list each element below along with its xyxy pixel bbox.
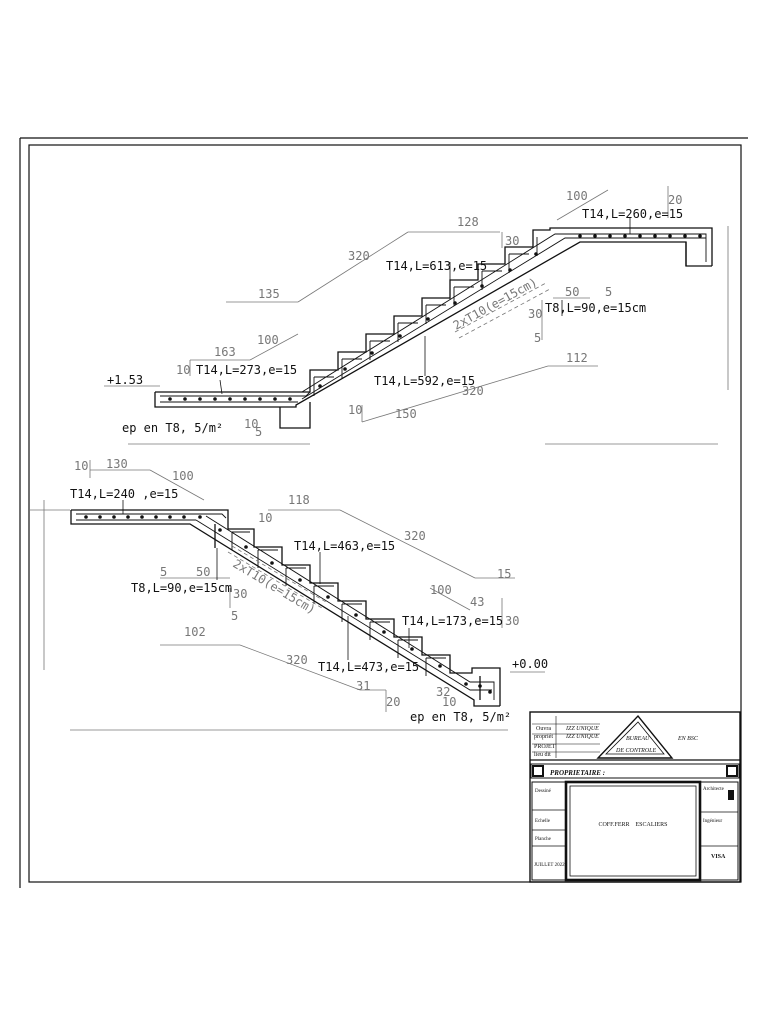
lower-dim-320a: 320	[404, 529, 426, 543]
lower-dim-31: 31	[356, 679, 370, 693]
lower-dim-102: 102	[184, 625, 206, 639]
lower-dim-32: 32	[436, 685, 450, 699]
tb-date-label: JUILLET 2022	[534, 863, 565, 868]
tb-planche-label: Planche	[535, 837, 552, 842]
lower-dim-10c: 10	[442, 695, 456, 709]
upper-dim-10a: 10	[176, 363, 190, 377]
lower-dim-320b: 320	[286, 653, 308, 667]
tb-ingenieur-label: Ingénieur	[703, 819, 722, 824]
tb-ouvrage-value: IZZ UNIQUE	[565, 726, 599, 732]
tb-echelle-label: Echelle	[535, 819, 551, 824]
tb-projet-label: PROJET	[534, 744, 556, 750]
lower-dim-20: 20	[386, 695, 400, 709]
upper-bar-t14-273: T14,L=273,e=15	[196, 363, 297, 377]
upper-bar-2xt10: 2xT10(e=15cm)	[451, 275, 540, 333]
tb-proprio-label: propriét	[534, 734, 553, 740]
lower-distribution-note: ep en T8, 5/m²	[410, 710, 511, 724]
upper-dim-100b: 100	[257, 333, 279, 347]
upper-dim-5a: 5	[605, 285, 612, 299]
lower-dim-10a: 10	[74, 459, 88, 473]
tb-proprio-value: IZZ UNIQUE	[565, 734, 599, 740]
upper-dim-320b: 320	[462, 384, 484, 398]
upper-dim-10b: 10	[348, 403, 362, 417]
lower-dim-5a: 5	[160, 565, 167, 579]
lower-dim-5b: 5	[231, 609, 238, 623]
lower-bar-t14-173: T14,L=173,e=15	[402, 614, 503, 628]
lower-dim-100b: 100	[430, 583, 452, 597]
upper-dim-30a: 30	[505, 234, 519, 248]
lower-bar-t14-240: T14,L=240 ,e=15	[70, 487, 178, 501]
lower-stair-concrete-top	[71, 509, 501, 706]
lower-stair-concrete-soffit	[70, 510, 500, 707]
tb-dessine-label: Dessiné	[535, 789, 552, 794]
upper-dim-50: 50	[565, 285, 579, 299]
tb-architecte-label: Architecte	[703, 787, 725, 792]
lower-dim-30a: 30	[233, 587, 247, 601]
upper-bar-t14-260: T14,L=260,e=15	[582, 207, 683, 221]
upper-dim-112: 112	[566, 351, 588, 365]
company-logo-triangle	[596, 714, 674, 759]
upper-dim-5b: 5	[534, 331, 541, 345]
tb-lieu-label: lieu dit	[534, 752, 551, 758]
sheet-frame	[19, 137, 748, 888]
tb-company-line2: DE CONTROLE	[615, 748, 657, 754]
lower-bar-t14-473: T14,L=473,e=15	[318, 660, 419, 674]
tb-drawing-title: COFF.FERR ESCALIERS	[598, 822, 667, 828]
title-block	[529, 711, 741, 883]
lower-bar-t8-90: T8,L=90,e=15cm	[131, 581, 232, 595]
upper-dim-100a: 100	[566, 189, 588, 203]
lower-dim-10b: 10	[258, 511, 272, 525]
tb-ouvrage-label: Ouvra	[536, 726, 551, 732]
upper-dim-10c: 10	[244, 417, 258, 431]
upper-dim-320a: 320	[348, 249, 370, 263]
lower-dim-30b: 30	[505, 614, 519, 628]
tb-side-text: EN BSC	[677, 736, 699, 742]
upper-level-marker: +1.53	[107, 373, 143, 387]
lower-stair: +0.00 T14,L=240 ,e=15 T14,L=463,e=15 T8,…	[30, 457, 548, 731]
lower-dim-43: 43	[470, 595, 484, 609]
upper-dim-135: 135	[258, 287, 280, 301]
upper-dim-150: 150	[395, 407, 417, 421]
lower-dim-100a: 100	[172, 469, 194, 483]
upper-bar-t14-613: T14,L=613,e=15	[386, 259, 487, 273]
upper-dim-128: 128	[457, 215, 479, 229]
lower-dim-50: 50	[196, 565, 210, 579]
upper-dim-163: 163	[214, 345, 236, 359]
title-block-text: Ouvra IZZ UNIQUE propriét IZZ UNIQUE PRO…	[534, 726, 726, 868]
lower-dim-118: 118	[288, 493, 310, 507]
tb-owner-header: PROPRIETAIRE :	[550, 769, 605, 777]
upper-bar-t14-592: T14,L=592,e=15	[374, 374, 475, 388]
upper-bar-t8-90: T8,L=90,e=15cm	[545, 301, 646, 315]
upper-stair: +1.53 T14,L=260,e=15 T14,L=613,e=15 T8,L…	[104, 186, 729, 445]
tb-visa-label: VISA	[711, 854, 726, 860]
tb-company-line1: BUREAU	[626, 736, 650, 742]
lower-level-marker: +0.00	[512, 657, 548, 671]
upper-dim-30b: 30	[528, 307, 542, 321]
upper-distribution-note: ep en T8, 5/m²	[122, 421, 223, 435]
lower-bar-t14-463: T14,L=463,e=15	[294, 539, 395, 553]
lower-dim-15: 15	[497, 567, 511, 581]
upper-dim-20a: 20	[668, 193, 682, 207]
upper-dim-5c: 5	[255, 425, 262, 439]
lower-dim-130: 130	[106, 457, 128, 471]
